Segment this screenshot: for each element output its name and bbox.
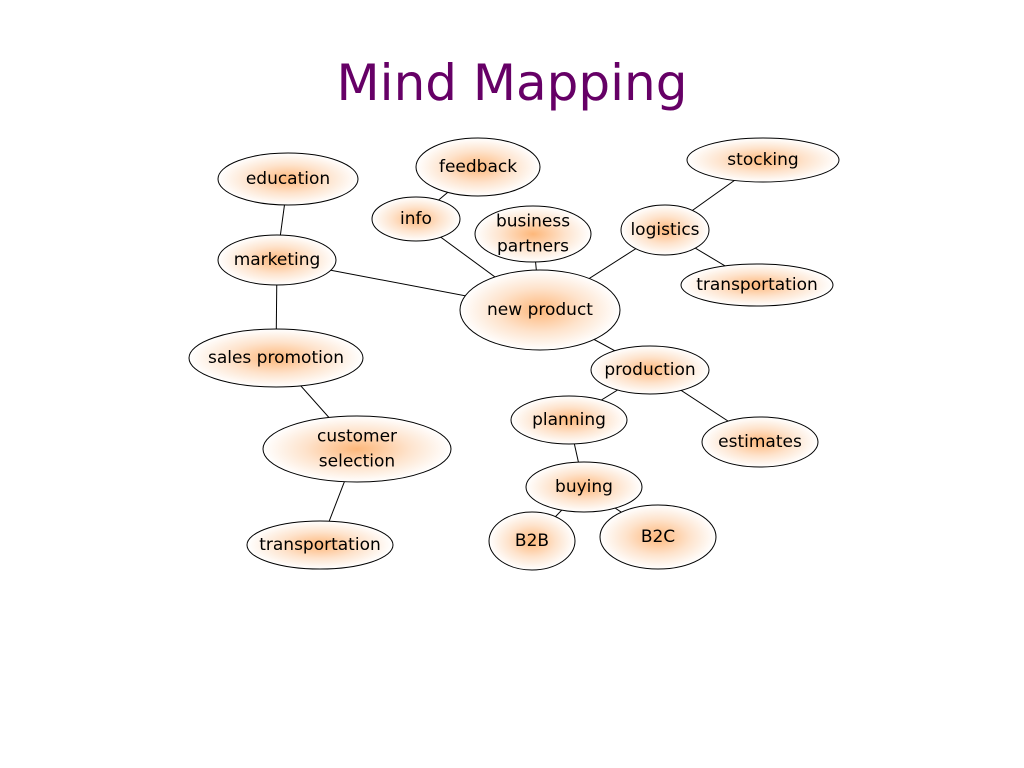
node-sales-promotion: sales promotion xyxy=(188,328,364,388)
node-bubble-feedback xyxy=(415,137,541,197)
slide-title: Mind Mapping xyxy=(336,54,688,112)
node-feedback: feedback xyxy=(415,137,541,197)
mind-map-nodes: new product marketing education sales promo… xyxy=(188,137,840,571)
node-bubble-business-partners xyxy=(474,205,592,263)
node-bubble-marketing xyxy=(217,234,337,286)
node-label-sales-promotion: sales promotion xyxy=(208,348,344,368)
node-estimates: estimates xyxy=(701,416,819,468)
node-label-b2b: B2B xyxy=(515,531,549,551)
node-bubble-sales-promotion xyxy=(188,328,364,388)
node-bubble-b2c xyxy=(599,504,717,570)
node-bubble-b2b xyxy=(488,511,576,571)
node-label-stocking: stocking xyxy=(727,150,798,170)
node-education: education xyxy=(217,152,359,206)
node-transportation-left: transportation xyxy=(246,520,394,570)
node-bubble-buying xyxy=(525,461,643,513)
node-label-estimates: estimates xyxy=(718,432,802,452)
node-buying: buying xyxy=(525,461,643,513)
node-label-planning: planning xyxy=(532,410,606,430)
node-bubble-transportation-right xyxy=(680,263,834,307)
node-b2b: B2B xyxy=(488,511,576,571)
node-label-buying: buying xyxy=(555,477,613,497)
node-label-b2c: B2C xyxy=(641,527,675,547)
node-customer-selection: customer selection xyxy=(262,415,452,483)
node-label-transportation-left: transportation xyxy=(259,535,381,555)
node-b2c: B2C xyxy=(599,504,717,570)
node-production: production xyxy=(590,345,710,395)
node-bubble-stocking xyxy=(686,137,840,183)
node-label-customer-selection-line-2: selection xyxy=(319,452,395,472)
node-bubble-new-product xyxy=(459,269,621,351)
node-label-business-partners-line-2: partners xyxy=(497,237,569,257)
node-bubble-customer-selection xyxy=(262,415,452,483)
node-planning: planning xyxy=(510,395,628,445)
node-bubble-transportation-left xyxy=(246,520,394,570)
node-stocking: stocking xyxy=(686,137,840,183)
node-label-business-partners-line-1: business xyxy=(496,212,570,232)
node-label-production: production xyxy=(604,360,695,380)
node-transportation-right: transportation xyxy=(680,263,834,307)
node-bubble-production xyxy=(590,345,710,395)
node-bubble-planning xyxy=(510,395,628,445)
node-label-info: info xyxy=(400,209,432,229)
node-logistics: logistics xyxy=(620,204,710,256)
node-info: info xyxy=(371,196,461,242)
node-bubble-logistics xyxy=(620,204,710,256)
node-business-partners: business partners xyxy=(474,205,592,263)
node-bubble-info xyxy=(371,196,461,242)
node-new-product: new product xyxy=(459,269,621,351)
node-label-feedback: feedback xyxy=(439,157,517,177)
node-label-logistics: logistics xyxy=(630,220,699,240)
node-label-customer-selection-line-1: customer xyxy=(317,427,397,447)
node-bubble-education xyxy=(217,152,359,206)
node-label-education: education xyxy=(246,169,330,189)
node-marketing: marketing xyxy=(217,234,337,286)
node-label-transportation-right: transportation xyxy=(696,275,818,295)
node-label-marketing: marketing xyxy=(234,250,321,270)
node-label-new-product: new product xyxy=(487,300,593,320)
node-bubble-estimates xyxy=(701,416,819,468)
